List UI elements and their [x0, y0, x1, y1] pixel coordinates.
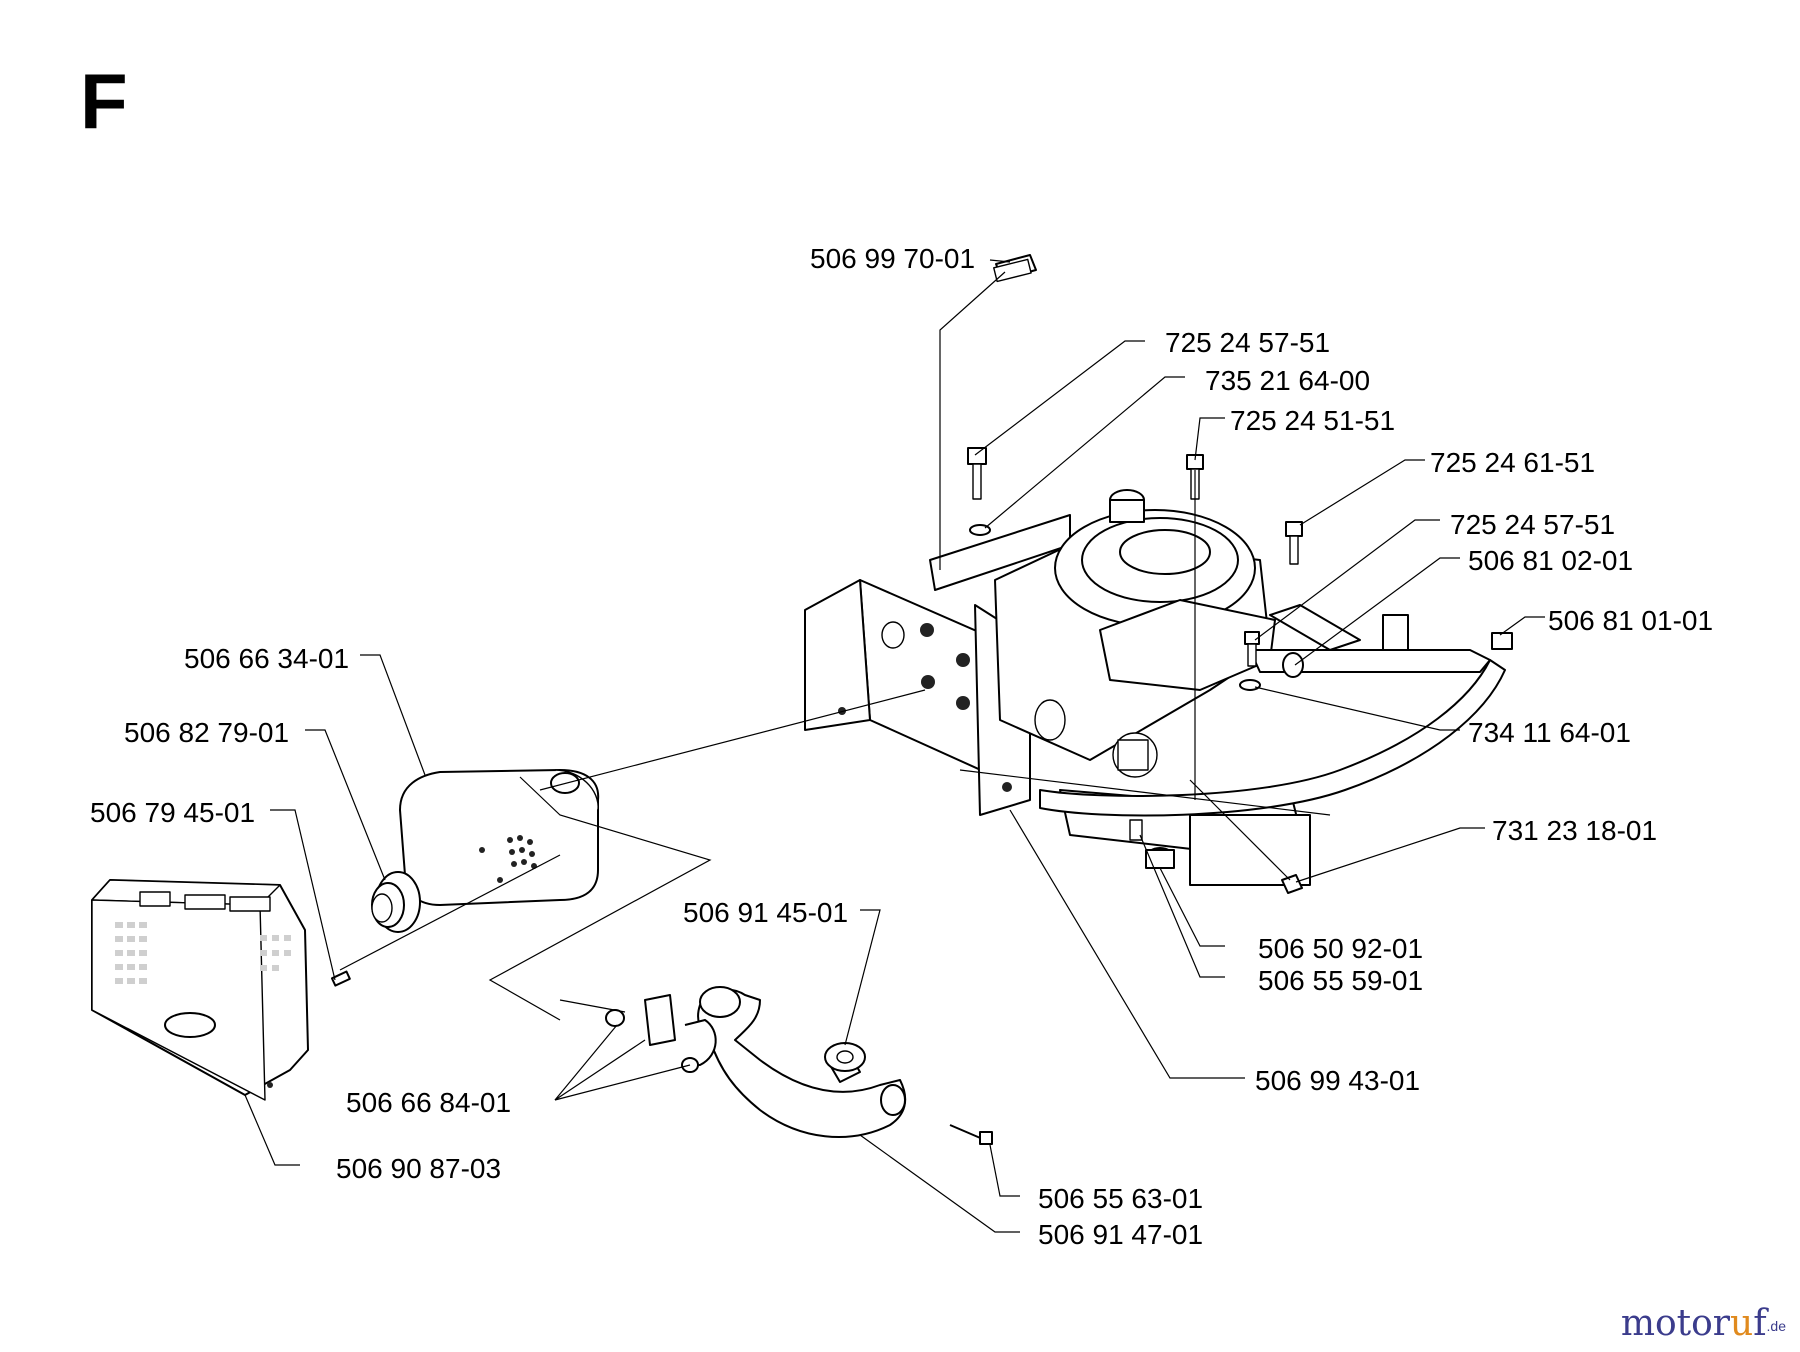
screw	[330, 970, 351, 987]
part-label: 506 66 34-01	[184, 643, 349, 674]
leader-lines	[244, 259, 1545, 1233]
part-label: 506 81 02-01	[1468, 545, 1633, 576]
part-label: 506 55 63-01	[1038, 1183, 1203, 1214]
part-label: 735 21 64-00	[1205, 365, 1370, 396]
spark-arrestor	[371, 871, 421, 933]
part-label: 506 99 70-01	[810, 243, 975, 274]
muffler	[399, 769, 600, 906]
part-label: 725 24 57-51	[1165, 327, 1330, 358]
exhaust-pipe	[697, 986, 993, 1145]
section-letter: F	[80, 57, 128, 145]
fasteners	[967, 254, 1304, 894]
part-label: 506 81 01-01	[1548, 605, 1713, 636]
part-label: 725 24 51-51	[1230, 405, 1395, 436]
part-label: 506 91 47-01	[1038, 1219, 1203, 1250]
watermark-logo: motoruf.de	[1620, 1303, 1786, 1344]
part-label: 506 55 59-01	[1258, 965, 1423, 996]
part-label: 725 24 61-51	[1430, 447, 1595, 478]
clamp	[605, 994, 717, 1073]
part-label: 725 24 57-51	[1450, 509, 1615, 540]
part-label: 506 82 79-01	[124, 717, 289, 748]
part-label: 734 11 64-01	[1468, 717, 1631, 748]
part-label: 506 99 43-01	[1255, 1065, 1420, 1096]
part-label: 506 50 92-01	[1258, 933, 1423, 964]
part-label: 506 90 87-03	[336, 1153, 501, 1184]
part-label: 506 66 84-01	[346, 1087, 511, 1118]
part-label: 506 91 45-01	[683, 897, 848, 928]
engine-assembly	[804, 489, 1513, 886]
part-label: 506 79 45-01	[90, 797, 255, 828]
part-labels: 506 99 70-01 725 24 57-51 735 21 64-00 7…	[90, 243, 1713, 1250]
part-label: 731 23 18-01	[1492, 815, 1657, 846]
muffler-guard	[91, 879, 309, 1101]
